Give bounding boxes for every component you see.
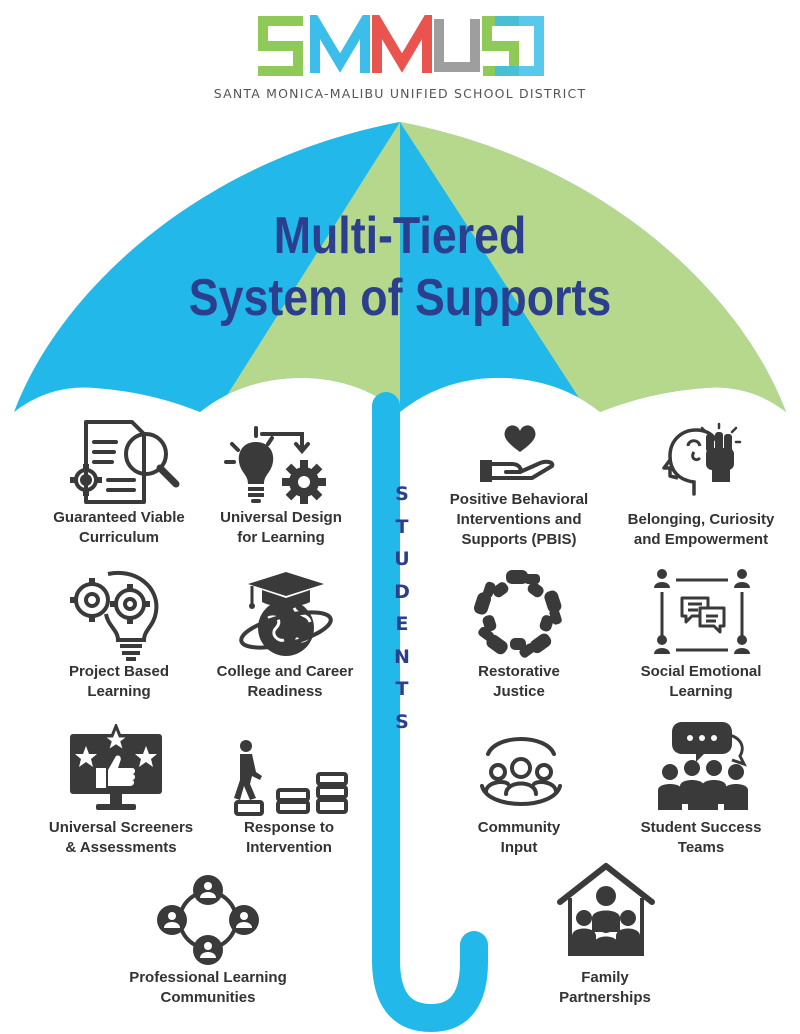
label-line: Communities [160, 989, 256, 1006]
label-universal-screeners-assessments: Universal Screeners & Assessments [24, 818, 218, 858]
label-line: Belonging, Curiosity [627, 511, 775, 528]
label-line: Justice [493, 683, 545, 700]
lightbulb-gear-icon [224, 426, 326, 504]
label-line: & Assessments [65, 839, 177, 856]
students-letter: S [395, 710, 409, 733]
team-meeting-icon [658, 722, 748, 810]
label-line: Universal Screeners [48, 819, 194, 836]
umbrella-handle [372, 392, 488, 1032]
graduation-globe-icon [239, 572, 333, 656]
community-icon [480, 737, 562, 806]
label-response-to-intervention: Response to Intervention [194, 818, 384, 858]
label-line: Teams [677, 839, 725, 856]
monitor-stars-icon [70, 724, 162, 810]
label-line: Positive Behavioral [449, 491, 589, 508]
label-line: Input [500, 839, 538, 856]
network-people-icon [157, 875, 259, 965]
label-line: Supports (PBIS) [461, 531, 577, 548]
label-professional-learning-communities: Professional Learning Communities [98, 968, 318, 1008]
students-label: S T U D E N T S [384, 478, 420, 738]
page-title-line-2: System of Supports [188, 269, 612, 327]
students-letter: E [395, 613, 409, 635]
label-line: Curriculum [78, 529, 159, 546]
label-line: Universal Design [220, 509, 342, 526]
label-line: Partnerships [559, 989, 651, 1006]
label-line: Student Success [640, 819, 762, 836]
label-line: Professional Learning [129, 969, 287, 986]
joined-hands-icon [474, 570, 562, 658]
label-line: College and Career [216, 663, 354, 680]
label-line: Learning [87, 683, 151, 700]
students-letter: U [394, 548, 410, 570]
label-community-input: Community Input [424, 818, 614, 858]
label-line: Social Emotional [640, 663, 762, 680]
label-belonging-curiosity-empowerment: Belonging, Curiosity and Empowerment [604, 510, 798, 550]
label-line: Family [581, 969, 629, 986]
students-letter: N [394, 645, 410, 668]
label-line: and Empowerment [633, 531, 769, 548]
label-line: Readiness [247, 683, 323, 700]
label-line: Guaranteed Viable [53, 509, 185, 526]
students-letter: T [395, 678, 409, 700]
students-letter: S [395, 483, 409, 505]
label-universal-design-for-learning: Universal Design for Learning [186, 508, 376, 548]
label-family-partnerships: Family Partnerships [510, 968, 700, 1008]
label-pbis: Positive Behavioral Interventions and Su… [424, 490, 614, 550]
label-social-emotional-learning: Social Emotional Learning [604, 662, 798, 702]
label-student-success-teams: Student Success Teams [604, 818, 798, 858]
label-line: Community [477, 819, 561, 836]
people-chat-icon [654, 569, 750, 654]
label-line: Project Based [68, 663, 170, 680]
house-family-icon [557, 863, 655, 956]
label-project-based-learning: Project Based Learning [24, 662, 214, 702]
students-letter: D [394, 580, 410, 603]
document-magnifier-icon [70, 420, 180, 504]
district-name: SANTA MONICA-MALIBU UNIFIED SCHOOL DISTR… [213, 86, 587, 101]
page-title-line-1: Multi-Tiered [273, 207, 527, 265]
label-line: Intervention [246, 839, 332, 856]
gear-bulb-icon [70, 570, 159, 661]
label-line: Interventions and [456, 511, 582, 528]
head-fist-icon [662, 422, 742, 496]
label-restorative-justice: Restorative Justice [424, 662, 614, 702]
smmusd-logo [258, 15, 544, 76]
label-line: Restorative [478, 663, 560, 680]
label-college-career-readiness: College and Career Readiness [190, 662, 380, 702]
heart-hand-icon [480, 425, 555, 482]
steps-person-icon [234, 740, 348, 816]
label-line: for Learning [237, 529, 325, 546]
label-guaranteed-viable-curriculum: Guaranteed Viable Curriculum [24, 508, 214, 548]
label-line: Response to [243, 819, 334, 836]
students-letter: T [395, 515, 409, 538]
label-line: Learning [669, 683, 733, 700]
umbrella-canopy [14, 122, 786, 412]
